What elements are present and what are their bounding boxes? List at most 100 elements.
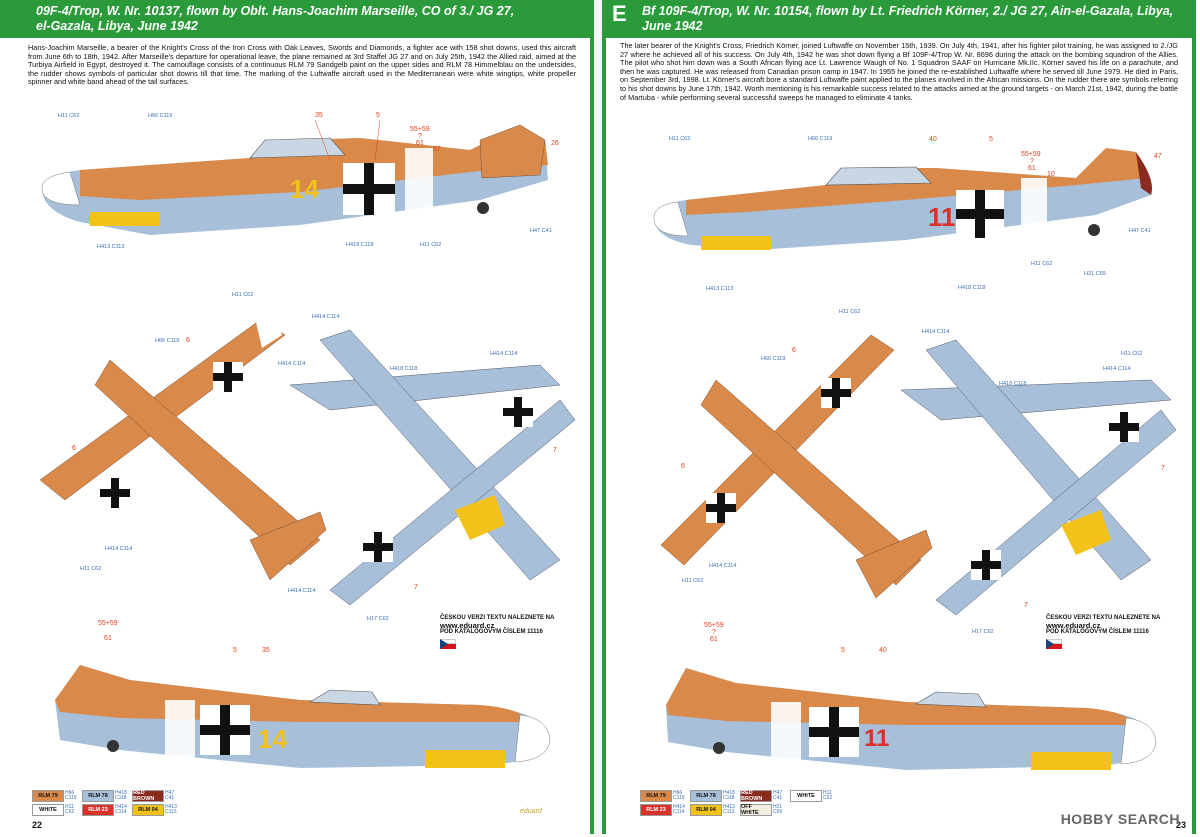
- paint-code: H17 C62: [367, 616, 389, 622]
- left-profile-drawings: 14: [39, 112, 576, 768]
- callout: 6: [72, 445, 76, 452]
- legend-paint-code: H413 C113: [165, 803, 177, 815]
- callout: 26: [551, 140, 559, 147]
- right-side-profile-bottom: 11: [666, 668, 1157, 770]
- eduard-link[interactable]: www.eduard.cz: [1046, 621, 1101, 630]
- left-description: Hans-Joachim Marseille, a bearer of the …: [28, 43, 576, 87]
- legend-color-name: RLM 78: [82, 789, 114, 802]
- hobby-search-watermark: HOBBY SEARCH: [1060, 811, 1180, 827]
- right-bottom-fuselage-number: 11: [864, 725, 889, 752]
- callout: 61: [1028, 165, 1036, 172]
- paint-code: H414 C114: [312, 314, 339, 320]
- czech-flag-icon: [440, 639, 456, 649]
- eduard-link[interactable]: www.eduard.cz: [440, 621, 495, 630]
- legend-paint-code: H413 C113: [723, 803, 735, 815]
- legend-paint-code: H66 C119: [673, 789, 685, 801]
- right-page-number: 23: [1175, 820, 1186, 830]
- paint-code: H11 C62: [1031, 261, 1052, 267]
- legend-paint-code: H21 C69: [773, 803, 783, 815]
- legend-paint-code: H414 C114: [115, 803, 127, 815]
- callout: 57: [433, 146, 441, 153]
- paint-code: H414 C114: [922, 329, 949, 335]
- legend-paint-code: H66 C119: [65, 789, 77, 801]
- legend-color-name: WHITE: [32, 803, 64, 816]
- profile-letter: E: [612, 1, 627, 26]
- callout: 55+59: [1021, 151, 1041, 158]
- left-page-header: 09F-4/Trop, W. Nr. 10137, flown by Oblt.…: [0, 0, 590, 38]
- left-page: 高 09F-4/Trop, W. Nr. 10137, flown by Obl…: [0, 0, 594, 834]
- left-czech-note: ČESKOU VERZI TEXTU NALEZNETE NA www.edua…: [440, 615, 554, 649]
- legend-color-name: RLM 23: [640, 803, 672, 816]
- callout: 40: [929, 136, 937, 143]
- legend-color-name: RLM 04: [132, 803, 164, 816]
- callout: ?: [418, 133, 422, 140]
- right-title-line-1: Bf 109F-4/Trop, W. Nr. 10154, flown by L…: [642, 4, 1174, 18]
- czech-note-line-1: ČESKOU VERZI TEXTU NALEZNETE NA: [1046, 615, 1161, 621]
- legend-color-name: OFF WHITE: [740, 803, 772, 816]
- legend-color-name: RLM 79: [640, 789, 672, 802]
- left-plan-upper: [39, 317, 327, 581]
- paint-code: H414 C114: [105, 546, 132, 552]
- paint-code: H11 C62: [58, 113, 79, 119]
- paint-code: H413 C113: [97, 244, 124, 250]
- paint-code: H11 C62: [420, 242, 441, 248]
- legend-paint-code: H11 C62: [823, 789, 833, 801]
- left-title-line-1: 09F-4/Trop, W. Nr. 10137, flown by Oblt.…: [36, 4, 515, 18]
- legend-color-name: RED BROWN: [740, 789, 772, 802]
- left-side-profile-bottom: 14: [55, 665, 551, 768]
- legend-paint-code: H47 C41: [165, 789, 175, 801]
- czech-note-line-1: ČESKOU VERZI TEXTU NALEZNETE NA: [440, 615, 555, 621]
- callout: 7: [1024, 602, 1028, 609]
- callout: 5: [376, 112, 380, 119]
- legend-color-name: RED BROWN: [132, 789, 164, 802]
- callout: 35: [262, 647, 270, 654]
- paint-code: H11 C62: [839, 309, 860, 315]
- paint-code: H413 C113: [706, 286, 733, 292]
- legend-paint-code: H414 C114: [673, 803, 685, 815]
- callout: ?: [712, 629, 716, 636]
- eduard-logo: eduard: [520, 808, 542, 815]
- legend-paint-code: H418 C118: [115, 789, 127, 801]
- paint-code: H418 C118: [390, 366, 417, 372]
- paint-code: H414 C114: [709, 563, 736, 569]
- callout: 55+59: [410, 126, 430, 133]
- left-paint-codes: H11 C62 H66 C119 H418 C118 H11 C62 H47 C…: [58, 113, 552, 622]
- callout: 61: [710, 636, 718, 643]
- page-gutter: [594, 0, 602, 837]
- legend-color-name: RLM 23: [82, 803, 114, 816]
- callout: 7: [414, 584, 418, 591]
- right-description: The later bearer of the Knight's Cross, …: [620, 41, 1178, 102]
- right-side-profile-top: 11: [653, 148, 1152, 250]
- legend-color-name: RLM 78: [690, 789, 722, 802]
- callout: 5: [841, 647, 845, 654]
- left-plan-lower: [289, 329, 576, 606]
- paint-code: H47 C41: [1129, 228, 1151, 234]
- callout: 5: [233, 647, 237, 654]
- left-top-fuselage-number: 14: [290, 174, 319, 204]
- callout: 10: [1047, 171, 1055, 178]
- paint-code: H66 C119: [148, 113, 172, 119]
- left-side-profile-top: 14: [41, 119, 549, 235]
- left-page-number: 22: [32, 820, 43, 830]
- paint-code: H414 C114: [1103, 366, 1130, 372]
- right-czech-note: ČESKOU VERZI TEXTU NALEZNETE NA www.edua…: [1046, 615, 1160, 649]
- legend-color-name: WHITE: [790, 789, 822, 802]
- right-top-fuselage-number: 11: [928, 202, 956, 232]
- callout: 55+59: [704, 622, 724, 629]
- czech-note-line-2: POD KATALOGOVÝM ČÍSLEM 11116: [1046, 629, 1149, 635]
- paint-code: H21 C69: [1084, 271, 1106, 277]
- right-title-line-2: June 1942: [642, 19, 703, 33]
- paint-code: H11 C62: [669, 136, 690, 142]
- legend-paint-code: H418 C118: [723, 789, 735, 801]
